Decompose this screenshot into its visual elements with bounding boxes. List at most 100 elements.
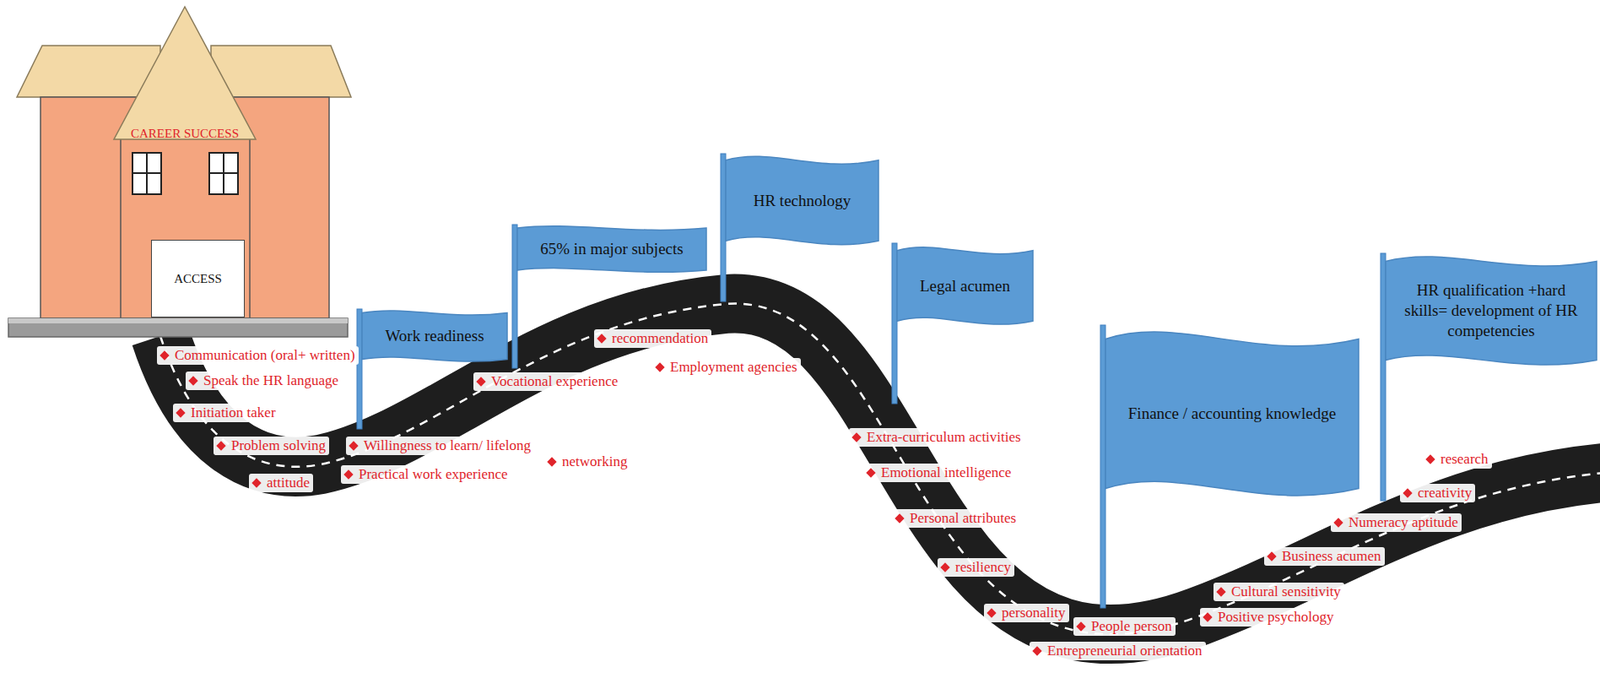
- flag-banner: 65% in major subjects: [517, 224, 707, 274]
- bullet-mark: [188, 375, 198, 385]
- flag-label: Work readiness: [384, 325, 484, 346]
- road-label: research: [1422, 449, 1492, 469]
- skill-label: Speak the HR language: [203, 371, 339, 390]
- bullet-mark: [251, 477, 261, 487]
- bullet-mark: [940, 562, 950, 572]
- skill-label: Entrepreneurial orientation: [1047, 641, 1203, 660]
- bullet-mark: [851, 432, 861, 442]
- skill-label: Personal attributes: [909, 508, 1017, 528]
- road-label: Vocational experience: [473, 372, 622, 391]
- road-label: Willingness to learn/ lifelong: [345, 436, 535, 455]
- flag-pole: [512, 224, 518, 368]
- flag-outline: [725, 156, 879, 244]
- skill-label: creativity: [1417, 483, 1472, 503]
- flag-label: Finance / accounting knowledge: [1128, 403, 1336, 424]
- road-label: Extra-curriculum activities: [848, 427, 1025, 447]
- flag-label: HR qualification +hard skills= developme…: [1394, 280, 1589, 341]
- skill-label: Willingness to learn/ lifelong: [363, 436, 531, 455]
- road-label: Emotional intelligence: [863, 463, 1015, 482]
- bullet-mark: [1266, 551, 1276, 561]
- skill-label: Vocational experience: [491, 372, 618, 391]
- flag-label: 65% in major subjects: [540, 238, 683, 260]
- house-front: [120, 135, 250, 319]
- road-label: Positive psychology: [1200, 607, 1337, 627]
- road-label: Problem solving: [213, 436, 330, 455]
- window: [209, 152, 238, 195]
- road-label: creativity: [1400, 483, 1476, 503]
- bullet-mark: [654, 362, 665, 372]
- bullet-mark: [343, 469, 353, 479]
- skill-label: Cultural sensitivity: [1231, 582, 1341, 601]
- bullet-mark: [1216, 586, 1226, 596]
- house-drawing: [8, 6, 352, 337]
- road-label: attitude: [248, 473, 314, 492]
- skill-label: Numeracy aptitude: [1348, 513, 1459, 532]
- bullet-mark: [159, 350, 169, 360]
- skill-label: Practical work experience: [358, 464, 509, 484]
- bullet-mark: [475, 376, 486, 386]
- bullet-mark: [175, 407, 185, 417]
- flag-banner: Work readiness: [362, 308, 508, 363]
- road-label: resiliency: [937, 557, 1015, 577]
- bullet-mark: [1333, 517, 1343, 527]
- road-label: Communication (oral+ written): [156, 345, 359, 365]
- bullet-mark: [1075, 621, 1086, 631]
- house-body: [40, 97, 330, 319]
- door-label: ACCESS: [173, 271, 222, 287]
- flag-label: Legal acumen: [919, 275, 1011, 297]
- house-title: CAREER SUCCESS: [130, 126, 239, 141]
- house-base: [8, 318, 348, 337]
- bullet-mark: [865, 467, 876, 477]
- bullet-mark: [1425, 454, 1435, 464]
- bullet-mark: [1032, 645, 1042, 655]
- roof-right: [210, 45, 352, 98]
- flag-banner: Finance / accounting knowledge: [1105, 326, 1359, 501]
- flag-pole: [1380, 253, 1386, 501]
- skill-label: Emotional intelligence: [881, 463, 1011, 482]
- road-label: personality: [983, 603, 1070, 622]
- bullet-mark: [596, 333, 606, 343]
- bullet-mark: [216, 440, 226, 450]
- road-label: networking: [544, 452, 631, 471]
- flag-pole: [356, 308, 363, 429]
- window: [132, 152, 162, 195]
- roof-gable: [113, 6, 256, 140]
- flag-outline: [362, 310, 508, 362]
- road-label: Numeracy aptitude: [1330, 513, 1462, 532]
- skill-label: Problem solving: [231, 436, 326, 455]
- flag-outline: [1105, 331, 1359, 496]
- skill-label: attitude: [266, 473, 310, 492]
- house-base-top: [8, 318, 348, 324]
- road-label: Practical work experience: [340, 464, 512, 484]
- bullet-mark: [1402, 487, 1412, 498]
- road-label: Cultural sensitivity: [1213, 582, 1345, 601]
- road-label: recommendation: [594, 329, 712, 348]
- skill-label: research: [1440, 449, 1489, 469]
- door-box: ACCESS: [151, 239, 245, 318]
- flag-pole: [891, 243, 898, 404]
- bullet-mark: [1202, 611, 1212, 622]
- skill-label: People person: [1091, 616, 1173, 636]
- skill-label: resiliency: [955, 557, 1011, 577]
- flag-banner: HR qualification +hard skills= developme…: [1385, 253, 1597, 368]
- skill-label: Employment agencies: [670, 357, 798, 377]
- road-label: Business acumen: [1264, 546, 1385, 566]
- bullet-mark: [546, 456, 557, 466]
- flag-banner: Legal acumen: [897, 244, 1033, 327]
- bullet-mark: [986, 607, 996, 617]
- skill-label: networking: [562, 452, 628, 471]
- road-label: People person: [1073, 616, 1176, 636]
- window-bar: [132, 172, 162, 174]
- flag-banner: HR technology: [725, 153, 879, 248]
- bullet-mark: [894, 513, 904, 523]
- roof-left: [16, 45, 161, 98]
- skill-label: Business acumen: [1281, 546, 1382, 566]
- flag-outline: [1385, 256, 1597, 365]
- skill-label: recommendation: [611, 329, 709, 348]
- road-label: Entrepreneurial orientation: [1029, 641, 1206, 660]
- bullet-mark: [348, 440, 358, 450]
- flag-pole: [1100, 324, 1106, 608]
- road-label: Employment agencies: [652, 357, 801, 377]
